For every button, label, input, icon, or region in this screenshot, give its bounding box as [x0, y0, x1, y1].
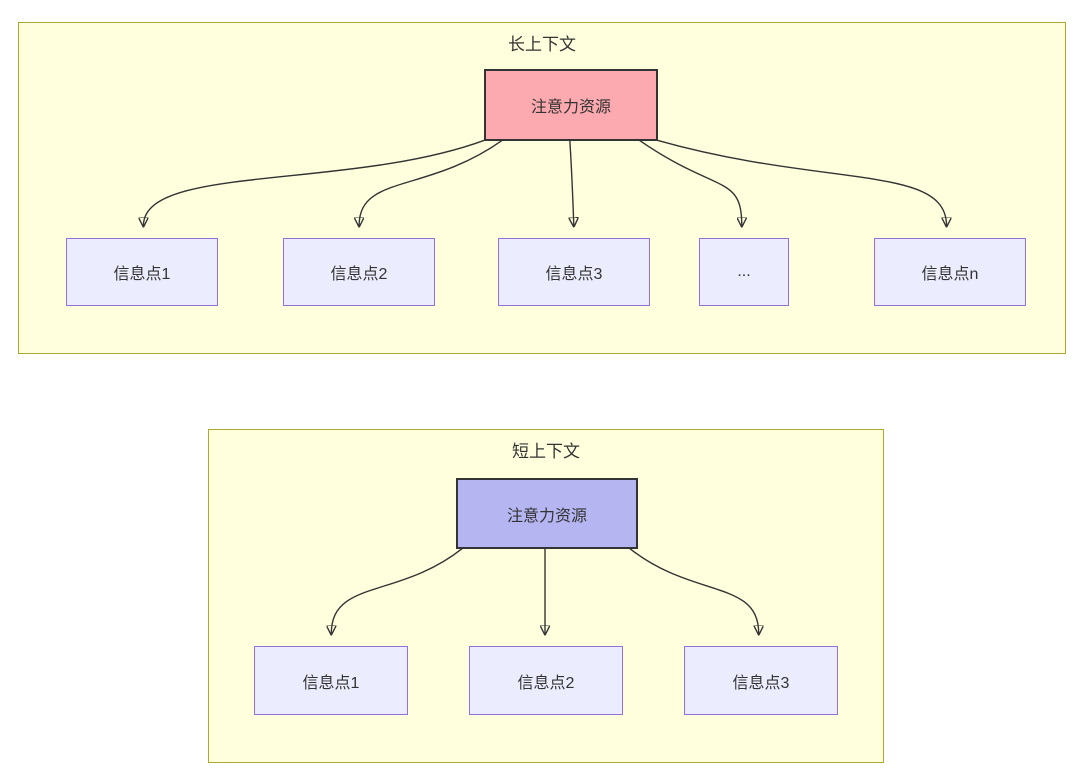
- edge-long-2: [359, 139, 503, 225]
- edge-long-3: [570, 140, 574, 225]
- info-node-long-n: 信息点n: [874, 238, 1026, 306]
- info-node-short-1: 信息点1: [254, 646, 408, 715]
- info-node-long-1: 信息点1: [66, 238, 218, 306]
- long-context-title: 长上下文: [508, 35, 576, 54]
- short-context-title: 短上下文: [512, 442, 580, 461]
- edge-short-3: [629, 547, 758, 633]
- attention-node-short: 注意力资源: [456, 478, 638, 549]
- info-node-short-2: 信息点2: [469, 646, 623, 715]
- edge-short-1: [331, 547, 463, 633]
- edge-long-4: [639, 139, 741, 225]
- info-node-short-3: 信息点3: [684, 646, 838, 715]
- info-node-long-2: 信息点2: [283, 238, 435, 306]
- short-context-cluster: 短上下文 注意力资源 信息点1 信息点2 信息点3: [208, 429, 884, 763]
- edge-long-1: [143, 139, 485, 225]
- info-node-long-3: 信息点3: [498, 238, 650, 306]
- edge-long-5: [657, 139, 946, 225]
- attention-node-long: 注意力资源: [484, 69, 658, 141]
- info-node-long-ellipsis: ...: [699, 238, 789, 306]
- long-context-cluster: 长上下文 注意力资源 信息点1 信息点2 信息点3 ... 信息点n: [18, 22, 1066, 354]
